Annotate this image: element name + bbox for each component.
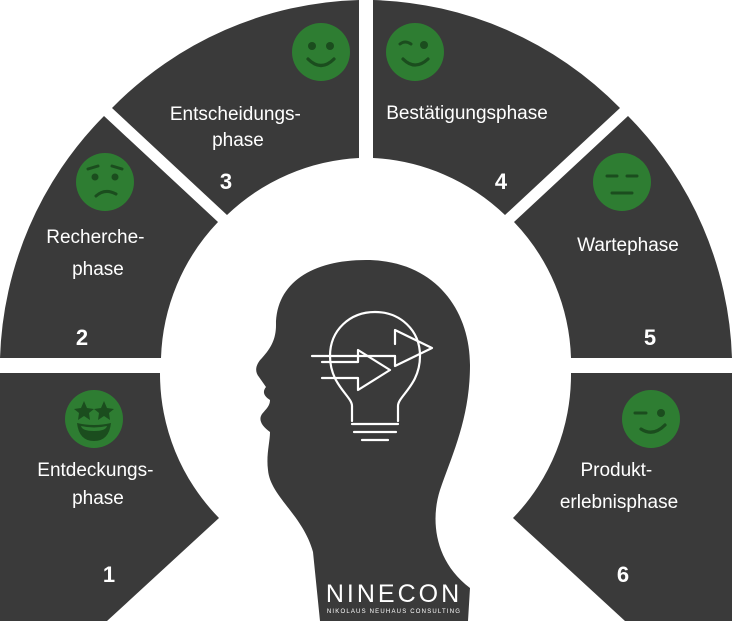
phase-6-label: Produkt- erlebnisphase bbox=[560, 460, 678, 513]
phase-4-number: 4 bbox=[495, 169, 508, 194]
lightbulb-arrows-icon bbox=[310, 310, 434, 442]
brand-logo-text: NINECON bbox=[326, 580, 462, 608]
phase-3-number: 3 bbox=[220, 169, 232, 194]
phase-1-label: Entdeckungs- phase bbox=[37, 460, 158, 509]
brand-subtitle: NIKOLAUS NEUHAUS CONSULTING bbox=[327, 609, 461, 615]
phase-segment-5 bbox=[514, 116, 732, 358]
winking-face-icon bbox=[386, 23, 444, 81]
phase-5-number: 5 bbox=[644, 325, 656, 350]
phase-3-label: Entscheidungs- phase bbox=[170, 104, 306, 151]
winking-smile-face-icon bbox=[622, 390, 680, 448]
phase-segment-2 bbox=[0, 116, 218, 358]
phase-2-label: Recherche- phase bbox=[46, 227, 150, 280]
phase-segment-1 bbox=[0, 373, 219, 621]
phase-2-number: 2 bbox=[76, 325, 88, 350]
worried-face-icon bbox=[76, 153, 134, 211]
smiling-face-icon bbox=[292, 23, 350, 81]
phase-5-label: Wartephase bbox=[577, 235, 679, 256]
star-eyes-face-icon bbox=[65, 390, 123, 448]
phase-4-label: Bestätigungsphase bbox=[386, 103, 548, 124]
phase-segment-6 bbox=[513, 373, 732, 621]
neutral-face-icon bbox=[593, 153, 651, 211]
phase-6-number: 6 bbox=[617, 562, 629, 587]
phase-1-number: 1 bbox=[103, 562, 115, 587]
